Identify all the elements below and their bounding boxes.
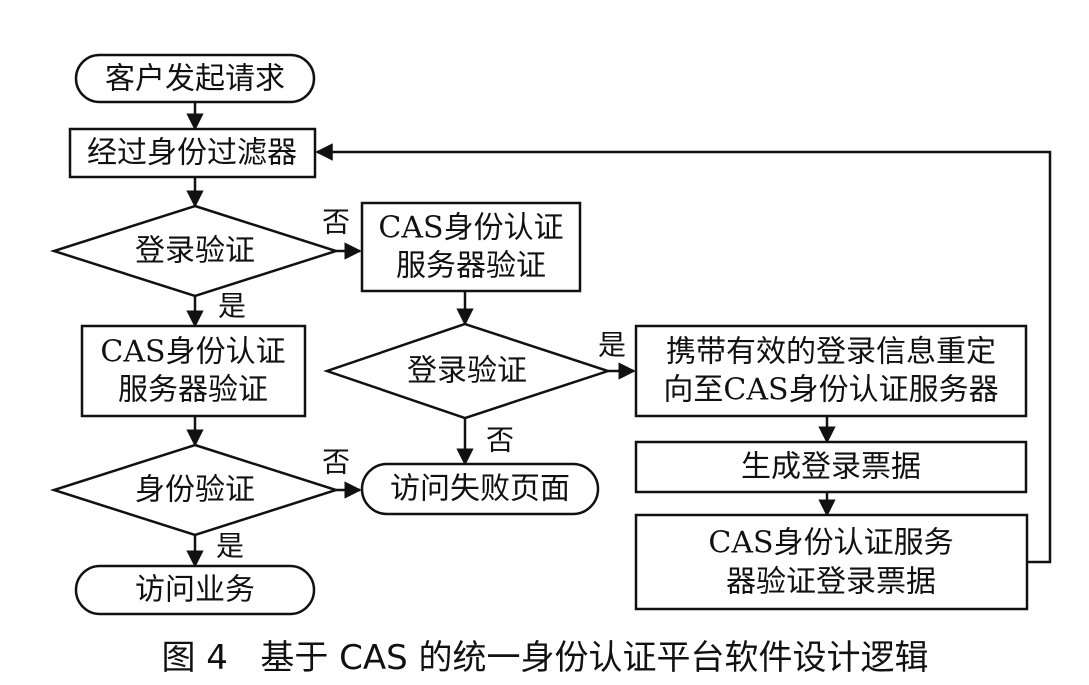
node-filter	[68, 127, 317, 179]
node-cas-verify-mid-line2: 服务器验证	[396, 249, 546, 284]
node-identity-check	[49, 443, 341, 537]
node-login-check-1-text: 登录验证	[135, 234, 255, 269]
node-access-fail-text: 访问失败页面	[390, 472, 570, 507]
edge-verify-loop-filter	[315, 143, 1052, 564]
node-redirect	[634, 324, 1028, 418]
figure-caption: 图 4 基于 CAS 的统一身份认证平台软件设计逻辑	[161, 638, 928, 678]
node-access-business	[74, 564, 316, 616]
node-access-business-text: 访问业务	[135, 573, 255, 608]
node-access-fail	[360, 462, 600, 516]
node-gen-ticket	[634, 440, 1028, 494]
node-login-check-2-text: 登录验证	[407, 354, 527, 389]
node-start	[74, 53, 316, 104]
label-identity-no: 否	[322, 446, 350, 479]
node-redirect-line1: 携带有效的登录信息重定	[666, 335, 996, 370]
node-redirect-line2: 向至CAS身份认证服务器	[663, 373, 998, 408]
node-identity-check-text: 身份验证	[135, 473, 255, 508]
label-identity-yes: 是	[216, 530, 244, 563]
node-gen-ticket-text: 生成登录票据	[741, 450, 921, 485]
label-login1-no: 否	[322, 206, 350, 239]
label-login1-yes: 是	[218, 290, 246, 323]
label-login2-no: 否	[486, 424, 514, 457]
node-ticket-verify	[634, 513, 1029, 611]
node-ticket-verify-line2: 器验证登录票据	[726, 565, 936, 600]
node-cas-verify-left-line1: CAS身份认证	[100, 335, 285, 370]
node-cas-verify-left	[80, 324, 307, 418]
node-start-text: 客户发起请求	[105, 62, 285, 97]
node-cas-verify-mid	[360, 201, 582, 293]
node-login-check-2	[323, 322, 613, 420]
node-cas-verify-left-line2: 服务器验证	[118, 373, 268, 408]
node-cas-verify-mid-line1: CAS身份认证	[378, 211, 563, 246]
node-login-check-1	[49, 204, 341, 298]
node-ticket-verify-line1: CAS身份认证服务	[708, 526, 953, 561]
label-login2-yes: 是	[598, 329, 626, 362]
node-filter-text: 经过身份过滤器	[87, 136, 297, 171]
